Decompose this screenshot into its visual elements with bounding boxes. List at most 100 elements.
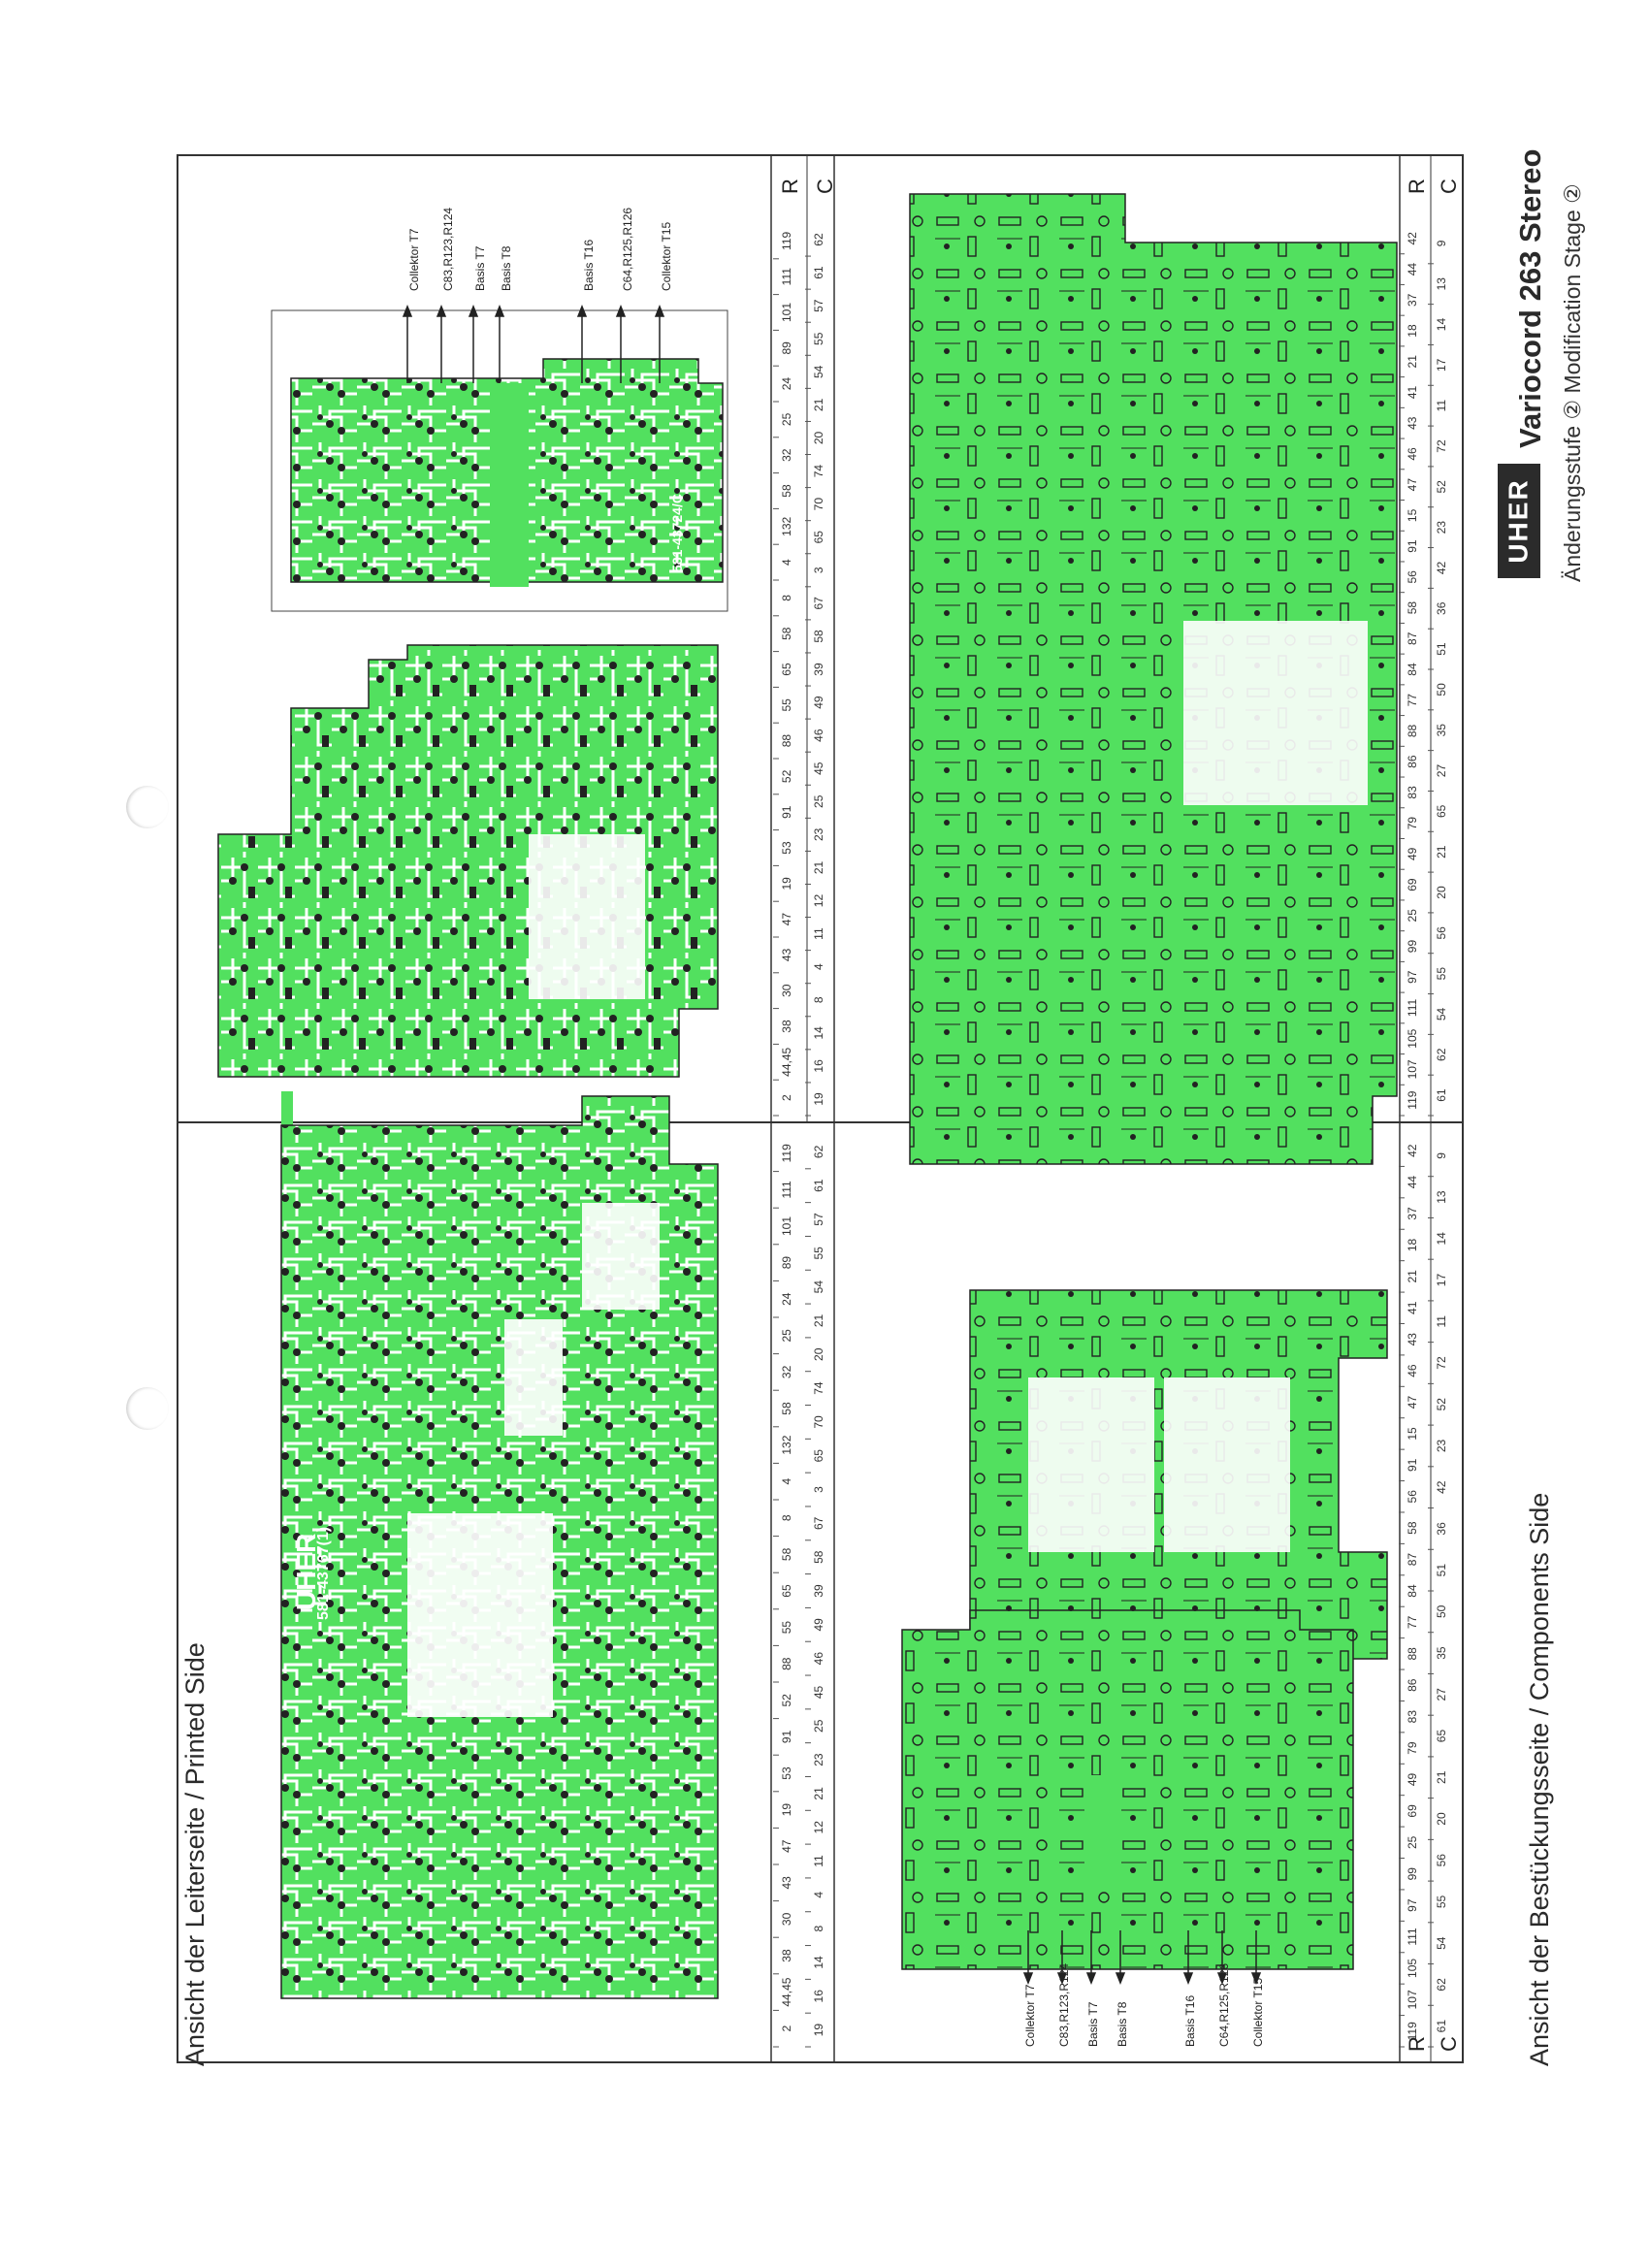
table-value-c-lower: 14 [1435,1232,1448,1246]
connector-arrow-head-top [615,304,627,317]
table-value-r-lower-top: 24 [780,1292,793,1306]
table-value-r-lower-top: 119 [780,1144,793,1162]
table-value-r-bottom: 105 [1406,1028,1419,1048]
table-value-r-lower-top: 47 [780,1839,793,1853]
connector-arrows [402,304,1262,1986]
table-value-c-top: 54 [812,365,825,378]
connector-label-top-6: Collektor T15 [660,221,673,291]
table-value-r-bottom: 99 [1406,940,1419,954]
table-value-c-lower-top: 45 [812,1685,825,1699]
table-value-c-lower: 50 [1435,1604,1448,1618]
connector-arrow-head [1085,1972,1097,1986]
connector-arrow-head-top [468,304,479,317]
table-value-r-lower: 99 [1406,1867,1419,1881]
table-value-c-lower: 62 [1435,1978,1448,1992]
table-value-r-bottom: 84 [1406,663,1419,676]
table-value-r-lower-top: 132 [780,1435,793,1454]
table-value-c-lower-top: 55 [812,1247,825,1260]
table-value-c-lower: 21 [1435,1770,1448,1784]
table-value-r-lower-top: 4 [780,1478,793,1485]
table-value-r-lower-top: 58 [780,1547,793,1561]
table-value-c-top: 3 [812,567,825,573]
board-logo-main: UHER [291,1534,322,1610]
table-value-c-top: 46 [812,729,825,742]
table-header-c-lower-text: C [1437,2036,1461,2052]
brand-title: Variocord 263 Stereo [1513,149,1548,448]
table-value-c-lower-top: 8 [812,1925,825,1931]
table-value-c-bottom: 13 [1435,277,1448,291]
table-value-r-bottom: 58 [1406,601,1419,615]
table-value-r-bottom: 42 [1406,232,1419,245]
connector-arrow-head-top [436,304,447,317]
table-value-r-top: 52 [780,769,793,783]
table-value-c-top: 12 [812,894,825,908]
table-value-c-top: 21 [812,860,825,874]
reference-table-top [770,155,835,2062]
punch-hole-1 [126,786,169,828]
table-value-r-lower-top: 111 [780,1181,793,1199]
pcb-lower-components [969,1289,1388,1660]
table-value-r-bottom: 41 [1406,385,1419,399]
table-value-r-lower-top: 25 [780,1329,793,1343]
table-value-c-bottom: 50 [1435,683,1448,697]
caption-printed-side: Ansicht der Leiterseite / Printed Side [180,1642,210,2066]
connector-label-bottom-2: Basis T7 [1086,2001,1100,2047]
connector-label-bottom-6: Collektor T15 [1251,1977,1265,2047]
table-value-c-lower-top: 21 [812,1787,825,1800]
table-value-c-top: 67 [812,597,825,610]
table-value-c-bottom: 65 [1435,804,1448,818]
table-value-c-lower: 13 [1435,1190,1448,1204]
table-value-c-lower-top: 4 [812,1892,825,1898]
connector-arrow-head-top [654,304,665,317]
table-value-c-lower-top: 39 [812,1584,825,1598]
table-value-r-lower: 91 [1406,1458,1419,1472]
table-value-r-top: 38 [780,1020,793,1033]
brand-subtitle-text: Änderungsstufe ② Modification Stage ② [1560,183,1585,582]
table-value-c-lower: 61 [1435,2020,1448,2033]
table-value-r-lower-top: 8 [780,1514,793,1521]
table-value-c-top: 45 [812,761,825,775]
table-value-c-bottom: 42 [1435,561,1448,574]
table-header-r-lower-text: R [1405,2036,1429,2052]
table-value-c-lower: 36 [1435,1522,1448,1536]
table-value-c-lower: 55 [1435,1895,1448,1908]
table-value-c-bottom: 17 [1435,358,1448,372]
table-value-c-bottom: 61 [1435,1088,1448,1102]
table-value-r-lower-top: 88 [780,1657,793,1670]
table-value-c-bottom: 56 [1435,926,1448,940]
table-value-c-top: 74 [812,465,825,478]
table-value-c-bottom: 21 [1435,845,1448,859]
table-value-r-lower: 43 [1406,1333,1419,1346]
table-value-r-top: 58 [780,627,793,640]
connector-arrow-head-top [494,304,505,317]
table-value-r-lower-top: 19 [780,1803,793,1817]
table-value-c-lower-top: 74 [812,1381,825,1395]
connector-arrow-head [1216,1972,1228,1986]
table-value-c-top: 62 [812,233,825,246]
table-value-c-top: 61 [812,266,825,279]
table-header-c-top: C [813,178,838,194]
table-header-c-bottom-text: C [1437,178,1461,194]
table-value-c-lower-top: 57 [812,1213,825,1226]
table-value-c-top: 19 [812,1092,825,1106]
table-value-r-lower-top: 65 [780,1584,793,1598]
table-value-c-lower: 54 [1435,1936,1448,1950]
table-header-c-lower: C [1437,2036,1462,2052]
table-value-r-bottom: 47 [1406,478,1419,492]
board-part-number-small: 581-43724/C [669,494,685,572]
table-value-r-lower-top: 53 [780,1766,793,1780]
connector-arrow-head-top [402,304,413,317]
table-value-r-top: 43 [780,948,793,961]
table-value-r-lower: 88 [1406,1647,1419,1661]
table-value-r-bottom: 79 [1406,817,1419,830]
table-value-r-bottom: 25 [1406,909,1419,923]
table-value-r-top: 91 [780,805,793,819]
table-value-c-lower-top: 61 [812,1179,825,1192]
board-part-number-small-text: 581-43724/C [669,494,685,572]
table-value-r-lower: 15 [1406,1427,1419,1441]
table-value-r-bottom: 88 [1406,724,1419,737]
table-value-c-lower: 11 [1435,1315,1448,1328]
table-value-r-lower-top: 38 [780,1949,793,1962]
table-value-c-top: 55 [812,332,825,345]
connector-label-top-2: Basis T7 [473,245,487,291]
